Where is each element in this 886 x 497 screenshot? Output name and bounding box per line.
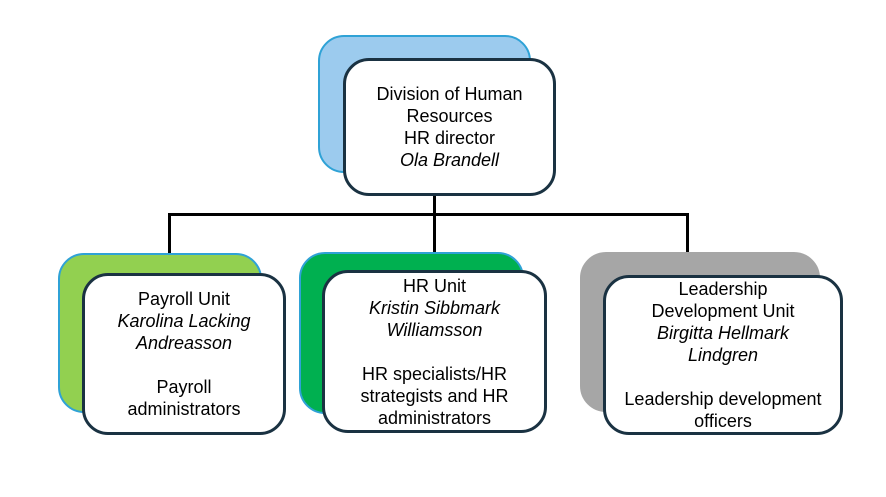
unit-title: Leadership Development Unit <box>651 279 795 321</box>
staff-roles: HR specialists/HR strategists and HR adm… <box>360 363 509 428</box>
node-division-of-human-resources: Division of Human Resources HR director … <box>343 58 556 196</box>
staff-roles: Leadership development officers <box>624 389 822 431</box>
staff-roles: Payroll administrators <box>127 377 241 419</box>
node-leadership-development-unit: Leadership Development Unit Birgitta Hel… <box>603 275 843 435</box>
connector-drop-leadership <box>686 213 689 253</box>
manager-name: Birgitta Hellmark Lindgren <box>656 323 790 365</box>
unit-title: Division of Human Resources <box>376 84 523 126</box>
manager-name: Kristin Sibbmark Williamsson <box>368 297 501 340</box>
role-title: HR director <box>403 128 496 148</box>
unit-title: HR Unit <box>402 275 466 296</box>
connector-horizontal-bar <box>168 213 689 216</box>
unit-title: Payroll Unit <box>137 289 231 309</box>
manager-name: Ola Brandell <box>399 150 500 170</box>
connector-drop-payroll <box>168 213 171 255</box>
node-hr-unit: HR Unit Kristin Sibbmark Williamsson HR … <box>322 270 547 433</box>
manager-name: Karolina Lacking Andreasson <box>117 311 251 353</box>
connector-root-to-children <box>433 196 436 253</box>
node-payroll-unit: Payroll Unit Karolina Lacking Andreasson… <box>82 273 286 435</box>
